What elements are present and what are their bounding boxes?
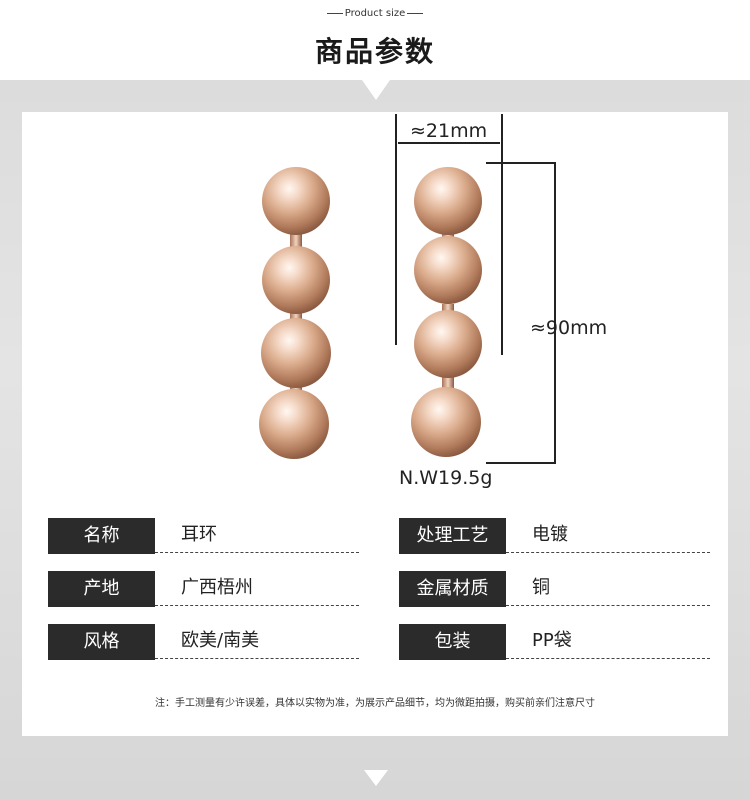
bead: [414, 310, 482, 378]
spec-value: 耳环: [181, 524, 217, 545]
header: Product size 商品参数: [0, 0, 750, 80]
divider: [506, 658, 710, 659]
divider: [155, 605, 359, 606]
bead: [261, 318, 331, 388]
disclaimer-note: 注：手工测量有少许误差，具体以实物为准，为展示产品细节，均为微距拍摄，购买前亲们…: [155, 698, 595, 709]
bottom-notch: [364, 770, 388, 786]
spec-row-material: 金属材质 铜: [399, 571, 711, 607]
height-measurement: ≈90mm: [530, 317, 608, 339]
spec-row-process: 处理工艺 电镀: [399, 518, 711, 554]
spec-label: 名称: [48, 518, 155, 554]
bead: [259, 389, 329, 459]
divider: [326, 12, 343, 14]
spec-row-name: 名称 耳环: [48, 518, 360, 554]
earring-right: [411, 167, 482, 457]
spec-row-origin: 产地 广西梧州: [48, 571, 360, 607]
subtitle-text: Product size: [344, 8, 406, 19]
spec-label: 产地: [48, 571, 155, 607]
divider: [155, 658, 359, 659]
bead: [414, 167, 482, 235]
weight-measurement: N.W19.5g: [399, 467, 493, 489]
spec-value: PP袋: [532, 630, 572, 651]
spec-value: 广西梧州: [181, 577, 253, 598]
width-dimension: [395, 114, 503, 355]
bead: [411, 387, 481, 457]
spec-value: 电镀: [532, 524, 568, 545]
top-notch: [362, 80, 390, 100]
spec-row-packaging: 包装 PP袋: [399, 624, 711, 660]
bead: [262, 246, 330, 314]
divider: [506, 605, 710, 606]
height-dimension: [486, 162, 556, 464]
bead: [262, 167, 330, 235]
spec-label: 处理工艺: [399, 518, 506, 554]
spec-value: 铜: [532, 577, 550, 598]
divider: [155, 552, 359, 553]
spec-label: 风格: [48, 624, 155, 660]
subtitle: Product size: [0, 8, 750, 19]
spec-label: 金属材质: [399, 571, 506, 607]
width-measurement: ≈21mm: [410, 120, 488, 142]
page-title: 商品参数: [314, 35, 435, 68]
divider: [506, 552, 710, 553]
spec-row-style: 风格 欧美/南美: [48, 624, 360, 660]
divider: [407, 12, 424, 14]
spec-label: 包装: [399, 624, 506, 660]
earring-left: [259, 167, 331, 459]
bead: [414, 236, 482, 304]
spec-value: 欧美/南美: [181, 630, 260, 651]
